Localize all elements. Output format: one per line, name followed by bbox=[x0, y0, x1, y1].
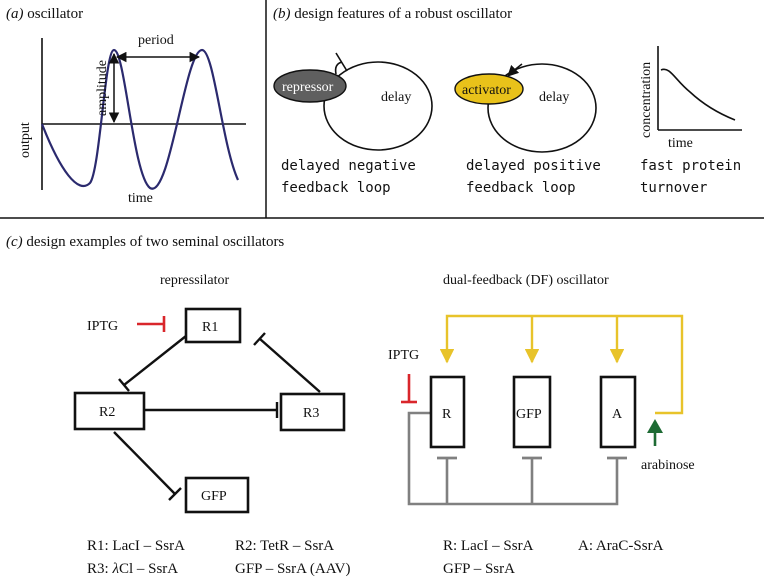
r2-gfp-edge bbox=[113, 431, 176, 495]
df-iptg-label: IPTG bbox=[388, 348, 419, 363]
turnover-decay-curve bbox=[660, 68, 736, 121]
fast-caption-line1: fast protein bbox=[640, 158, 741, 174]
time-label: time bbox=[128, 191, 153, 206]
df-r-label: R bbox=[442, 407, 452, 422]
negative-loop-circle bbox=[323, 61, 433, 151]
r1-r2-bar bbox=[118, 378, 130, 392]
negative-loop-inhibit-arc bbox=[334, 61, 343, 75]
df-r-node bbox=[429, 375, 466, 449]
repressilator-legend-gfp: GFP – SsrA (AAV) bbox=[235, 561, 350, 577]
negative-loop-inhibit-bar bbox=[335, 52, 348, 72]
dual-feedback-oscillator: dual-feedback (DF) oscillator IPTG arabi… bbox=[388, 273, 695, 577]
fast-caption-line2: turnover bbox=[640, 180, 707, 196]
positive-loop-arrow bbox=[507, 63, 523, 77]
gfp-node bbox=[184, 476, 250, 514]
r3-r1-edge bbox=[259, 338, 321, 393]
negative-delay-label: delay bbox=[381, 90, 411, 105]
r2-gfp-bar bbox=[168, 487, 182, 501]
df-a-node bbox=[599, 375, 637, 449]
period-label: period bbox=[138, 33, 174, 48]
repressor-node bbox=[273, 69, 347, 103]
activator-label: activator bbox=[462, 83, 511, 98]
repressilator-legend-r1: R1: LacI – SsrA bbox=[87, 538, 185, 554]
repressilator: repressilator IPTG R1 R2 R3 GFP R1 bbox=[73, 273, 350, 577]
panel-c-letter: (c) bbox=[6, 234, 23, 250]
df-legend-r: R: LacI – SsrA bbox=[443, 538, 534, 554]
df-legend-gfp: GFP – SsrA bbox=[443, 561, 515, 577]
panel-a-title-text: oscillator bbox=[24, 6, 84, 22]
positive-delay-label: delay bbox=[539, 90, 569, 105]
positive-loop-circle bbox=[487, 63, 597, 153]
df-yellow-feedback-loop bbox=[439, 314, 684, 415]
negative-caption-line1: delayed negative bbox=[281, 158, 416, 174]
repressilator-legend-r2: R2: TetR – SsrA bbox=[235, 538, 334, 554]
panel-b-title: (b) design features of a robust oscillat… bbox=[273, 6, 512, 22]
legend-r3-prefix: R3: bbox=[87, 561, 112, 577]
r1-r2-edge bbox=[123, 335, 187, 386]
activator-node bbox=[454, 73, 524, 105]
panel-a: (a) oscillator period amplitude output t… bbox=[6, 6, 246, 206]
gfp-label: GFP bbox=[201, 489, 227, 504]
df-title: dual-feedback (DF) oscillator bbox=[443, 273, 609, 288]
positive-caption-line2: feedback loop bbox=[466, 180, 576, 196]
negative-caption-line2: feedback loop bbox=[281, 180, 391, 196]
repressilator-title: repressilator bbox=[160, 273, 230, 288]
r2-label: R2 bbox=[99, 405, 115, 420]
panel-a-title: (a) oscillator bbox=[6, 6, 83, 22]
panel-c-title: (c) design examples of two seminal oscil… bbox=[6, 234, 284, 250]
repressor-label: repressor bbox=[282, 80, 334, 95]
r3-r1-bar bbox=[253, 332, 266, 346]
df-gfp-node bbox=[512, 375, 552, 449]
panel-a-letter: (a) bbox=[6, 6, 24, 22]
r3-label: R3 bbox=[303, 406, 319, 421]
df-gray-repression-loop bbox=[407, 411, 619, 506]
repressilator-legend-r3: R3: λCl – SsrA bbox=[87, 561, 178, 577]
output-label: output bbox=[18, 122, 33, 158]
panel-b-title-text: design features of a robust oscillator bbox=[291, 6, 513, 22]
r2-node bbox=[73, 391, 146, 431]
r1-node bbox=[184, 307, 242, 344]
arabinose-arrowhead bbox=[647, 419, 663, 433]
amplitude-label: amplitude bbox=[95, 60, 110, 116]
legend-r3-rest: Cl – SsrA bbox=[119, 561, 178, 577]
panel-c-title-text: design examples of two seminal oscillato… bbox=[23, 234, 285, 250]
oscillation-curve bbox=[40, 48, 240, 190]
df-gfp-label: GFP bbox=[516, 407, 542, 422]
df-a-label: A bbox=[612, 407, 623, 422]
df-legend-a: A: AraC-SsrA bbox=[578, 538, 664, 554]
panel-c: (c) design examples of two seminal oscil… bbox=[6, 234, 695, 577]
turnover-time-label: time bbox=[668, 136, 693, 151]
legend-r3-lambda: λ bbox=[111, 561, 119, 577]
r3-node bbox=[279, 392, 346, 432]
arabinose-label: arabinose bbox=[641, 458, 695, 473]
panel-b-letter: (b) bbox=[273, 6, 291, 22]
concentration-label: concentration bbox=[639, 62, 654, 138]
positive-caption-line1: delayed positive bbox=[466, 158, 601, 174]
repressilator-iptg-label: IPTG bbox=[87, 319, 118, 334]
r1-label: R1 bbox=[202, 320, 218, 335]
panel-b: (b) design features of a robust oscillat… bbox=[273, 6, 742, 196]
